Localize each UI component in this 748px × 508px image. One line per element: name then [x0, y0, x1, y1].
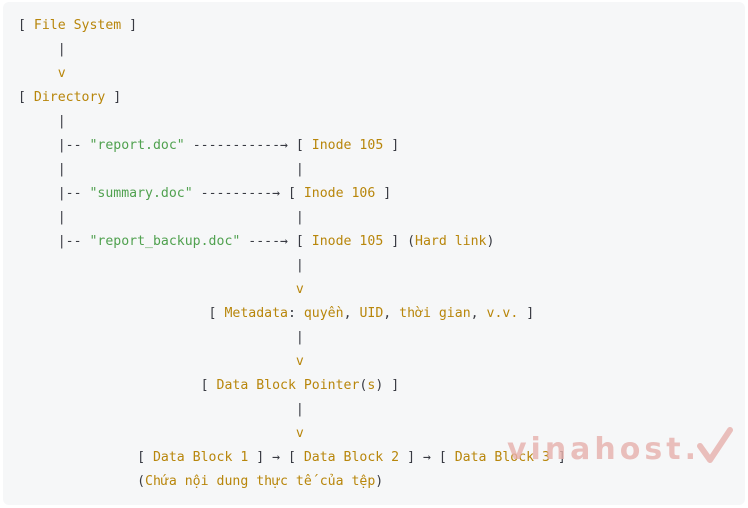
hard-link-note: Hard link	[415, 234, 487, 249]
file-system-diagram: [ File System ] | v [ Directory ] | |-- "…	[18, 14, 566, 494]
check-icon	[697, 427, 733, 463]
line-summary-doc: |-- "summary.doc" ---------→ [ Inode 106…	[18, 186, 392, 201]
arrow-line: v	[18, 422, 566, 446]
watermark-dot: .	[684, 432, 700, 467]
code-block-panel: [ File System ] | v [ Directory ] | |-- "…	[3, 2, 745, 505]
line-report-backup-doc: |-- "report_backup.doc" ----→ [ Inode 10…	[18, 234, 495, 249]
arrow-down-icon: v	[57, 66, 66, 81]
metadata-time: thời gian	[399, 306, 471, 321]
vinahost-watermark: vinahost.	[507, 426, 734, 466]
pointer-plural-s: s	[367, 378, 376, 393]
arrow-down-icon: v	[295, 354, 304, 369]
connector-line: | |	[18, 210, 304, 225]
node-data-block-pointer: Data Block Pointer	[216, 378, 360, 393]
watermark-text: vinahost	[506, 432, 685, 467]
connector-line: |	[18, 42, 66, 57]
arrow-line: v	[18, 278, 566, 302]
node-inode-106: Inode 106	[303, 186, 376, 201]
arrow-line: v	[18, 350, 566, 374]
connector-line: | |	[18, 162, 304, 177]
connector-line: |	[18, 402, 304, 417]
node-inode-105-hard-link: Inode 105	[311, 234, 384, 249]
metadata-etc: v.v.	[486, 306, 519, 321]
line-data-block-pointer: [ Data Block Pointer(s) ]	[18, 378, 400, 393]
arrow-line: v	[18, 62, 566, 86]
connector-line: |	[18, 114, 66, 129]
line-file-system: [ File System ]	[18, 18, 138, 33]
node-data-block-3: Data Block 3	[454, 450, 550, 465]
metadata-permissions: quyền	[303, 306, 344, 321]
node-metadata: Metadata	[224, 306, 288, 321]
file-report-backup-doc: "report_backup.doc"	[89, 234, 241, 249]
node-data-block-1: Data Block 1	[152, 450, 249, 465]
line-data-blocks: [ Data Block 1 ] → [ Data Block 2 ] → [ …	[18, 450, 566, 465]
line-directory: [ Directory ]	[18, 90, 122, 105]
connector-line: |	[18, 330, 304, 345]
node-inode-105: Inode 105	[311, 138, 384, 153]
line-report-doc: |-- "report.doc" -----------→ [ Inode 10…	[18, 138, 400, 153]
metadata-uid: UID	[359, 306, 384, 321]
file-report-doc: "report.doc"	[89, 138, 185, 153]
file-summary-doc: "summary.doc"	[89, 186, 193, 201]
node-directory: Directory	[33, 90, 106, 105]
node-data-block-2: Data Block 2	[303, 450, 400, 465]
arrow-down-icon: v	[295, 282, 304, 297]
line-file-content-note: (Chứa nội dung thực tế của tệp)	[18, 474, 384, 489]
arrow-down-icon: v	[295, 426, 304, 441]
node-file-system: File System	[33, 18, 122, 33]
connector-line: |	[18, 258, 304, 273]
line-metadata: [ Metadata: quyền, UID, thời gian, v.v. …	[18, 306, 535, 321]
file-content-note: Chứa nội dung thực tế của tệp	[145, 474, 376, 489]
